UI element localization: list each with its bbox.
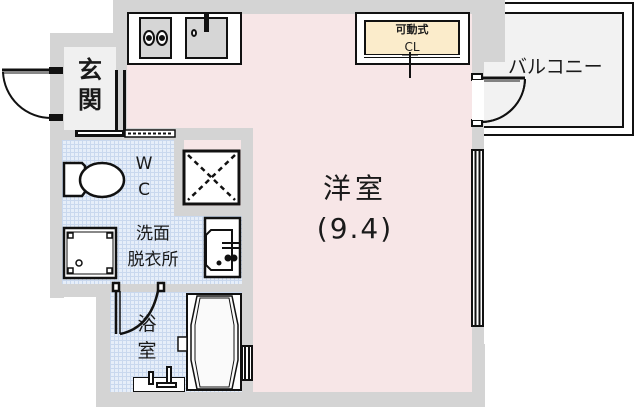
balcony-label: バルコニー	[508, 56, 603, 78]
outer-wall-top	[113, 0, 483, 14]
western-room-floor-lower	[252, 14, 472, 392]
entrance-floor	[64, 47, 116, 130]
outer-wall-left	[50, 33, 64, 298]
wc-sliding-door-icon	[75, 129, 176, 138]
partition-wall-shower-bottom	[174, 206, 253, 216]
outer-wall-bath-left2	[96, 283, 110, 407]
bathroom-label-2: 室	[137, 340, 157, 362]
washing-machine-icon	[62, 226, 118, 280]
outer-wall-entrance	[50, 33, 127, 47]
western-room-label: 洋室	[322, 172, 387, 205]
bathtub-icon	[190, 295, 239, 390]
partition-wall-washroom-bottom	[60, 282, 253, 292]
outer-wall-bottom	[96, 392, 476, 407]
wash-basin-icon	[203, 216, 242, 279]
bath-window-icon	[241, 345, 253, 381]
bathroom-label-1: 浴	[137, 313, 157, 335]
bathroom-door-icon	[111, 281, 166, 336]
washroom-label-1: 洗面	[136, 224, 170, 244]
bath-control-icon	[177, 336, 188, 352]
entrance-step-line	[115, 70, 118, 130]
right-window-icon	[471, 149, 484, 327]
balcony-pillar	[472, 2, 505, 62]
stove-burners-icon	[143, 30, 168, 46]
balcony-floor	[484, 12, 624, 128]
entrance-door-icon	[2, 67, 63, 121]
washroom-label-2: 脱衣所	[127, 250, 179, 270]
storage-x-icon	[182, 149, 241, 206]
closet-label-1: 可動式	[395, 23, 429, 36]
partition-wall-vertical	[241, 130, 253, 392]
stove[interactable]	[139, 17, 172, 59]
balcony-door-opening	[472, 80, 484, 120]
partition-wall-shower-left	[174, 136, 184, 211]
bath-faucet-icon	[148, 366, 177, 388]
toilet-icon	[62, 161, 126, 199]
entrance-label-1: 玄	[78, 56, 102, 84]
sink-faucet-icon	[191, 12, 209, 37]
entrance-label-2: 関	[78, 86, 102, 114]
wc-label-2: C	[138, 180, 150, 200]
western-room-size: (9.4)	[316, 212, 394, 245]
closet-label-2: CL	[404, 40, 420, 54]
wc-label-1: W	[135, 154, 153, 174]
entrance-step-line-2	[123, 70, 126, 130]
